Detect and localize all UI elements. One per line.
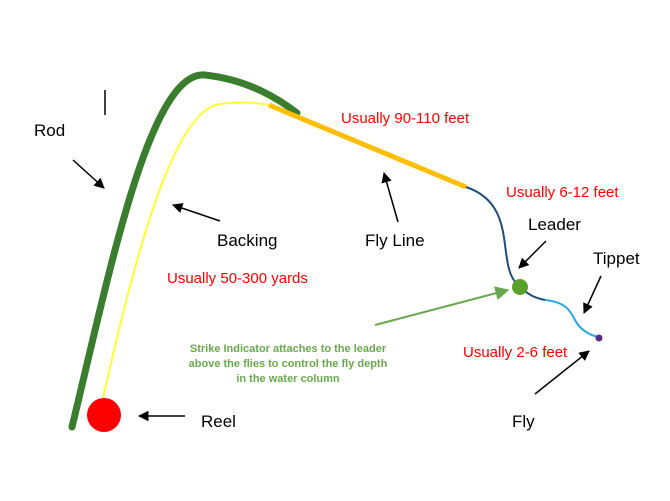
strike-note-line-3: in the water column: [236, 373, 340, 385]
backing-arrow: [172, 203, 221, 222]
strike-indicator-arrow: [374, 286, 510, 326]
backing-line: [102, 101, 271, 399]
rod: [68, 71, 301, 431]
strike-indicator: [512, 279, 528, 295]
reel-label: Reel: [201, 412, 236, 431]
fly: [595, 334, 603, 342]
backing-label: Backing: [217, 231, 277, 250]
leader-label: Leader: [528, 215, 581, 234]
rod-arrow: [72, 159, 105, 189]
fly-line: [268, 102, 467, 190]
tippet-arrow: [583, 275, 602, 314]
strike-note-line-1: Strike Indicator attaches to the leader: [190, 343, 387, 355]
leader-arrow: [518, 240, 547, 269]
fly-line-arrow: [381, 171, 399, 223]
fly-label: Fly: [512, 412, 535, 431]
leader-line: [465, 186, 546, 301]
leader-length: Usually 6-12 feet: [506, 184, 619, 201]
fly-line-label: Fly Line: [365, 231, 425, 250]
backing-length: Usually 50-300 yards: [167, 270, 308, 287]
fly-line-length: Usually 90-110 feet: [341, 110, 470, 127]
strike-note-line-2: above the flies to control the fly depth: [189, 358, 388, 370]
reel: [87, 398, 121, 432]
tippet-line: [544, 299, 599, 338]
tippet-length: Usually 2-6 feet: [463, 344, 568, 361]
tippet-label: Tippet: [593, 249, 640, 268]
rod-label: Rod: [34, 121, 65, 140]
fly-arrow: [534, 350, 590, 395]
